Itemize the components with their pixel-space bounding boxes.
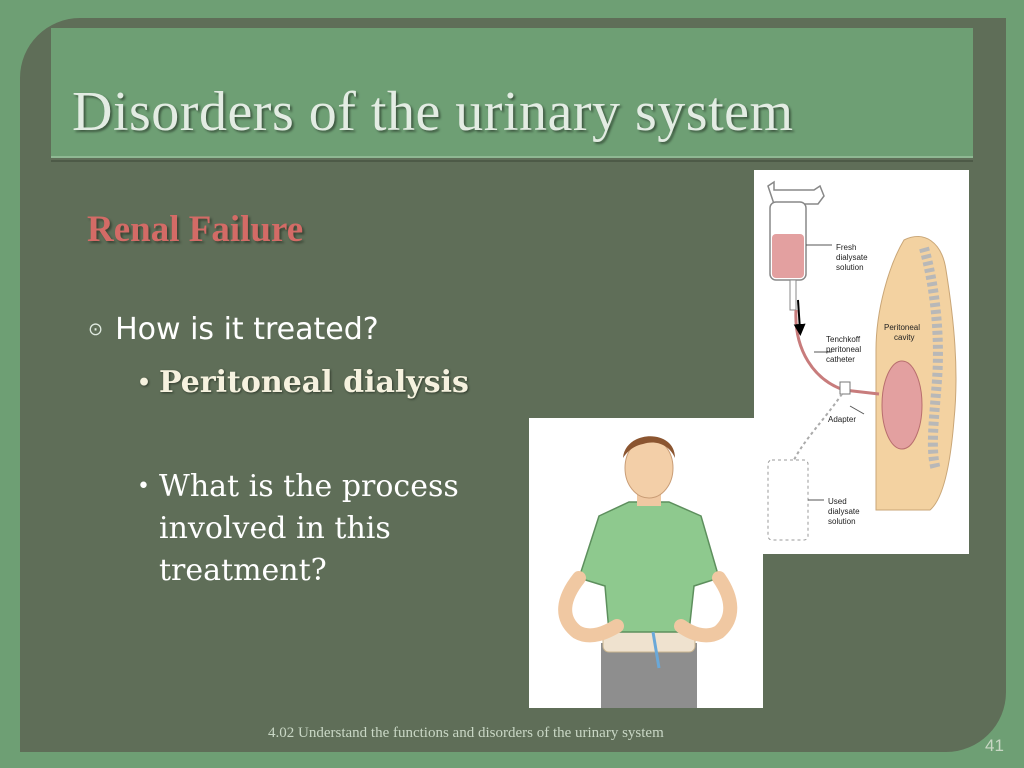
label-peritoneal-line1: Peritoneal bbox=[884, 323, 920, 332]
bullet-dot-icon: • bbox=[137, 474, 150, 499]
label-used-line2: dialysate bbox=[828, 507, 860, 516]
bullet-text: How is it treated? bbox=[115, 312, 379, 347]
bullet-dot-icon: • bbox=[137, 370, 152, 396]
slide-subtitle: Renal Failure bbox=[87, 209, 304, 250]
peritoneal-dialysis-diagram: Fresh dialysate solution Peritoneal cavi… bbox=[754, 170, 969, 554]
label-tenchkoff-line3: catheter bbox=[826, 355, 855, 364]
label-peritoneal-line2: cavity bbox=[894, 333, 914, 342]
title-band bbox=[51, 28, 973, 158]
circled-dot-icon: ⊙ bbox=[88, 319, 104, 340]
patient-figure bbox=[558, 436, 738, 708]
page-number: 41 bbox=[985, 736, 1004, 755]
label-used-line3: solution bbox=[828, 517, 856, 526]
dialysis-illustration: Fresh dialysate solution Peritoneal cavi… bbox=[767, 180, 957, 541]
label-tenchkoff-line1: Tenchkoff bbox=[826, 335, 861, 344]
title-divider bbox=[51, 160, 973, 162]
bullet-treatment-question: ⊙ How is it treated? bbox=[88, 312, 379, 347]
label-fresh-line3: solution bbox=[836, 263, 864, 272]
sub-bullet-peritoneal-dialysis: • Peritoneal dialysis bbox=[137, 362, 469, 404]
patient-illustration bbox=[529, 418, 763, 708]
slide-footer: 4.02 Understand the functions and disord… bbox=[268, 725, 664, 741]
label-fresh-line2: dialysate bbox=[836, 253, 868, 262]
slide-title: Disorders of the urinary system bbox=[72, 81, 794, 143]
sub-bullet-text: Peritoneal dialysis bbox=[159, 365, 469, 400]
label-tenchkoff-line2: peritoneal bbox=[826, 345, 861, 354]
sub-bullet-process-question: • What is the process involved in this t… bbox=[137, 466, 507, 592]
label-used-line1: Used bbox=[828, 497, 847, 506]
label-fresh-line1: Fresh bbox=[836, 243, 856, 252]
label-adapter: Adapter bbox=[828, 415, 856, 424]
sub-bullet-text: What is the process involved in this tre… bbox=[159, 469, 459, 588]
